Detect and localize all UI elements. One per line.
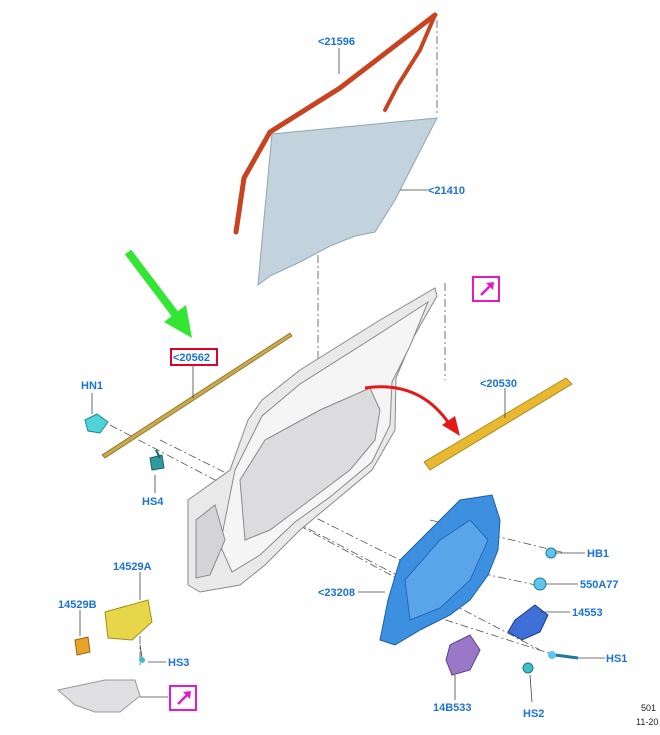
label-hs2: HS2: [523, 708, 544, 720]
label-leaders: [79, 48, 605, 703]
part-labels: <21596 <21410 <20562 <20530 HN1 HS4 <232…: [58, 36, 627, 720]
window-regulator: [379, 494, 501, 646]
label-switch-a: 14529A: [113, 561, 152, 573]
label-glass-run: <21596: [318, 36, 355, 48]
glass-run-channel: [233, 12, 438, 235]
magenta-link-box-top[interactable]: [472, 276, 500, 302]
label-module: 14B533: [433, 702, 472, 714]
label-glass: <21410: [428, 185, 465, 197]
label-switch-b: 14529B: [58, 599, 97, 611]
label-weatherstrip-inner: <20562: [173, 352, 210, 364]
label-hs4: HS4: [142, 496, 164, 508]
red-arrow: [364, 385, 460, 436]
magenta-link-box-bottom[interactable]: [169, 685, 197, 711]
label-hs1: HS1: [606, 653, 627, 665]
label-hn1: HN1: [81, 380, 103, 392]
green-arrow: [124, 249, 192, 338]
door-glass: [257, 117, 438, 287]
fasteners: [84, 413, 579, 676]
label-hb1: HB1: [587, 548, 609, 560]
corner-code-2: 11-20: [636, 717, 658, 727]
label-weatherstrip-outer: <20530: [480, 378, 517, 390]
label-clip-550: 550A77: [580, 579, 619, 591]
corner-code-1: 501: [641, 703, 656, 713]
label-hs3: HS3: [168, 657, 189, 669]
alignment-leaders: [109, 20, 566, 665]
label-motor: 14553: [572, 607, 603, 619]
window-switch-assembly: [74, 599, 153, 663]
inner-belt-weatherstrip: [101, 332, 293, 459]
outer-belt-weatherstrip: [423, 377, 573, 471]
door-trim-piece: [56, 679, 141, 713]
label-regulator: <23208: [318, 587, 355, 599]
door-inner-panel: [187, 287, 438, 593]
highlight-box: [170, 348, 218, 366]
